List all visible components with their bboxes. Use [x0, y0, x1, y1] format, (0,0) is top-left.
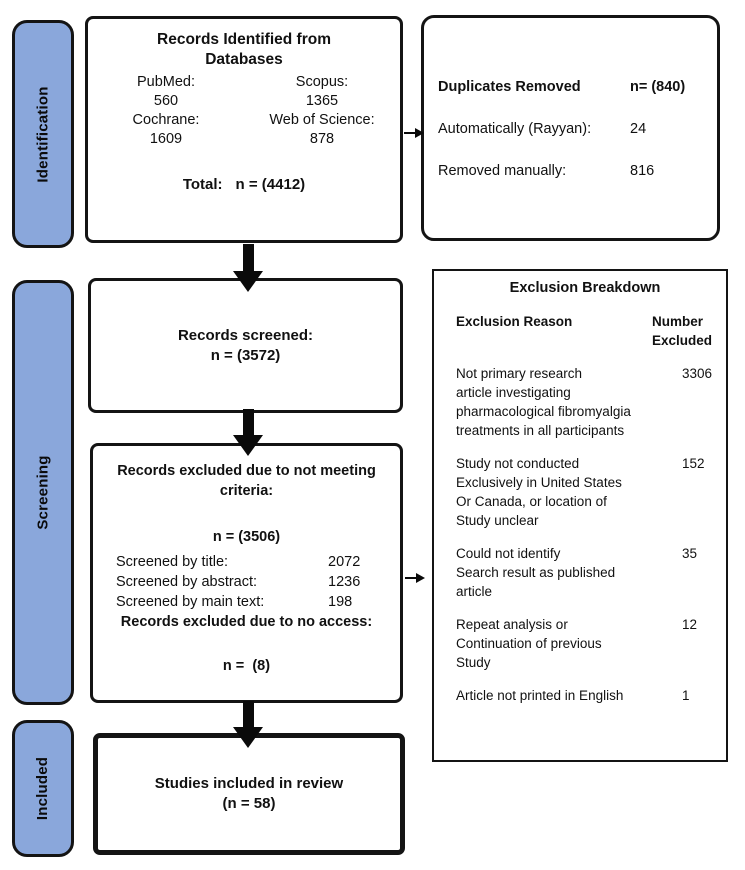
no-access-n: n = (8) [222, 658, 271, 674]
exclusion-count: 35 [682, 546, 698, 561]
duplicates-row-label: Automatically (Rayyan): [438, 121, 592, 137]
duplicates-n-value: n= (840) [630, 79, 686, 95]
database-count: 1609 [149, 131, 183, 147]
screening-breakdown-rows: Screened by title: 2072 Screened by abst… [93, 552, 400, 612]
screen-row-value: 2072 [328, 554, 361, 570]
database-column-right: Scopus: 1365 Web of Science: 878 [244, 73, 400, 149]
exclusion-row: Article not printed in English 1 [456, 686, 714, 705]
duplicates-title: Duplicates Removed [438, 79, 581, 95]
duplicates-removed-box: Duplicates Removed n= (840) Automaticall… [421, 15, 720, 241]
exclusion-count: 12 [682, 617, 698, 632]
duplicates-title-row: Duplicates Removed n= (840) [438, 78, 703, 97]
arrow-shaft [404, 131, 415, 135]
screen-row-label: Screened by main text: [116, 594, 265, 610]
number-excluded-header: Number Excluded [652, 314, 713, 348]
screened-by-main-text-row: Screened by main text: 198 [93, 592, 400, 612]
exclusion-breakdown-title: Exclusion Breakdown [509, 280, 661, 296]
stage-pill-identification: Identification [12, 20, 74, 248]
stage-label-screening: Screening [34, 455, 52, 530]
arrow-down-excluded-to-included [233, 701, 263, 748]
records-screened-text: Records screened: n = (3572) [177, 326, 314, 364]
database-count: 878 [309, 131, 335, 147]
stage-pill-included: Included [12, 720, 74, 857]
exclusion-breakdown-box: Exclusion Breakdown Exclusion Reason Num… [432, 269, 728, 762]
database-counts: PubMed: 560 Cochrane: 1609 Scopus: 1365 … [88, 73, 400, 149]
database-label: Cochrane: [132, 112, 200, 128]
total-label: Total: [182, 176, 223, 193]
exclusion-reason-header: Exclusion Reason [456, 314, 573, 329]
exclusion-row: Repeat analysis or Continuation of previ… [456, 615, 714, 672]
arrow-right-identified-to-duplicates [404, 127, 424, 139]
arrow-shaft [405, 576, 416, 580]
records-excluded-n: n = (3506) [212, 529, 281, 545]
exclusion-row: Not primary research article investigati… [456, 364, 714, 440]
exclusion-count: 152 [682, 456, 705, 471]
total-value: n = (4412) [235, 176, 306, 193]
arrow-head [415, 128, 424, 138]
database-label: Scopus: [295, 74, 349, 90]
total-records-row: Total: n = (4412) [88, 176, 400, 193]
exclusion-reason: Study not conducted Exclusively in Unite… [456, 456, 622, 528]
arrow-shaft [242, 244, 254, 271]
duplicates-row-manual: Removed manually: 816 [438, 162, 703, 181]
exclusion-row: Could not identify Search result as publ… [456, 544, 714, 601]
exclusion-count: 1 [682, 688, 690, 703]
exclusion-reason: Repeat analysis or Continuation of previ… [456, 617, 602, 670]
exclusion-reason: Could not identify Search result as publ… [456, 546, 616, 599]
duplicates-row-automatic: Automatically (Rayyan): 24 [438, 120, 703, 139]
duplicates-row-value: 816 [630, 163, 655, 179]
screen-row-label: Screened by abstract: [116, 574, 258, 590]
screen-row-label: Screened by title: [116, 554, 229, 570]
records-excluded-box: Records excluded due to not meeting crit… [90, 443, 403, 703]
arrow-shaft [242, 409, 254, 435]
exclusion-breakdown-header: Exclusion Reason Number Excluded [456, 312, 714, 350]
screen-row-value: 1236 [328, 574, 361, 590]
arrow-head [233, 435, 263, 456]
studies-included-text: Studies included in review (n = 58) [154, 775, 344, 812]
duplicates-row-value: 24 [630, 121, 647, 137]
stage-pill-screening: Screening [12, 280, 74, 705]
arrow-head [233, 727, 263, 748]
arrow-down-identified-to-screened [233, 244, 263, 292]
database-count: 560 [153, 93, 179, 109]
no-access-title: Records excluded due to no access: [120, 614, 373, 630]
records-excluded-title: Records excluded due to not meeting crit… [117, 463, 376, 499]
database-label: PubMed: [136, 74, 196, 90]
arrow-shaft [242, 701, 254, 727]
records-identified-title: Records Identified from Databases [157, 31, 331, 68]
records-screened-box: Records screened: n = (3572) [88, 278, 403, 413]
records-identified-box: Records Identified from Databases PubMed… [85, 16, 403, 243]
arrow-right-excluded-to-breakdown [405, 572, 425, 584]
exclusion-reason: Article not printed in English [456, 688, 624, 703]
arrow-head [233, 271, 263, 292]
database-count: 1365 [305, 93, 339, 109]
stage-label-included: Included [34, 756, 52, 821]
screened-by-abstract-row: Screened by abstract: 1236 [93, 572, 400, 592]
studies-included-box: Studies included in review (n = 58) [93, 733, 405, 855]
exclusion-row: Study not conducted Exclusively in Unite… [456, 454, 714, 530]
database-label: Web of Science: [269, 112, 375, 128]
exclusion-reason: Not primary research article investigati… [456, 366, 631, 438]
arrow-down-screened-to-excluded [233, 409, 263, 456]
stage-label-identification: Identification [34, 85, 52, 183]
exclusion-count: 3306 [682, 366, 713, 381]
screened-by-title-row: Screened by title: 2072 [93, 552, 400, 572]
arrow-head [416, 573, 425, 583]
database-column-left: PubMed: 560 Cochrane: 1609 [88, 73, 244, 149]
duplicates-row-label: Removed manually: [438, 163, 567, 179]
screen-row-value: 198 [328, 594, 353, 610]
